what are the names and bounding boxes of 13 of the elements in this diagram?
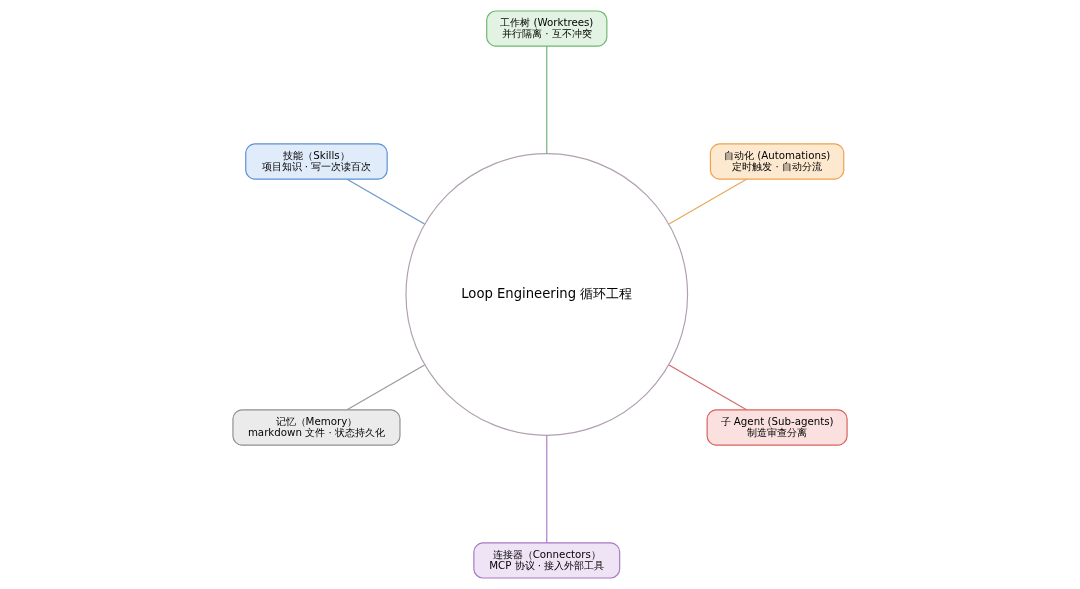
connector	[346, 364, 426, 411]
node-box: 工作树 (Worktrees) 并行隔离 · 互不冲突	[486, 10, 608, 47]
connector	[546, 434, 548, 544]
node-box: 子 Agent (Sub-agents) 制造审查分离	[706, 409, 848, 446]
node-box: 连接器（Connectors） MCP 协议 · 接入外部工具	[473, 542, 621, 579]
connector	[346, 178, 426, 225]
connector	[546, 45, 548, 155]
connector	[668, 178, 748, 225]
node-box: 自动化 (Automations) 定时触发 · 自动分流	[709, 143, 845, 180]
node-box: 技能（Skills） 项目知识 · 写一次读百次	[245, 143, 388, 180]
connector	[668, 364, 748, 411]
node-circle: Loop Engineering 循环工程	[405, 153, 689, 436]
node-box: 记忆（Memory） markdown 文件 · 状态持久化	[232, 409, 401, 446]
